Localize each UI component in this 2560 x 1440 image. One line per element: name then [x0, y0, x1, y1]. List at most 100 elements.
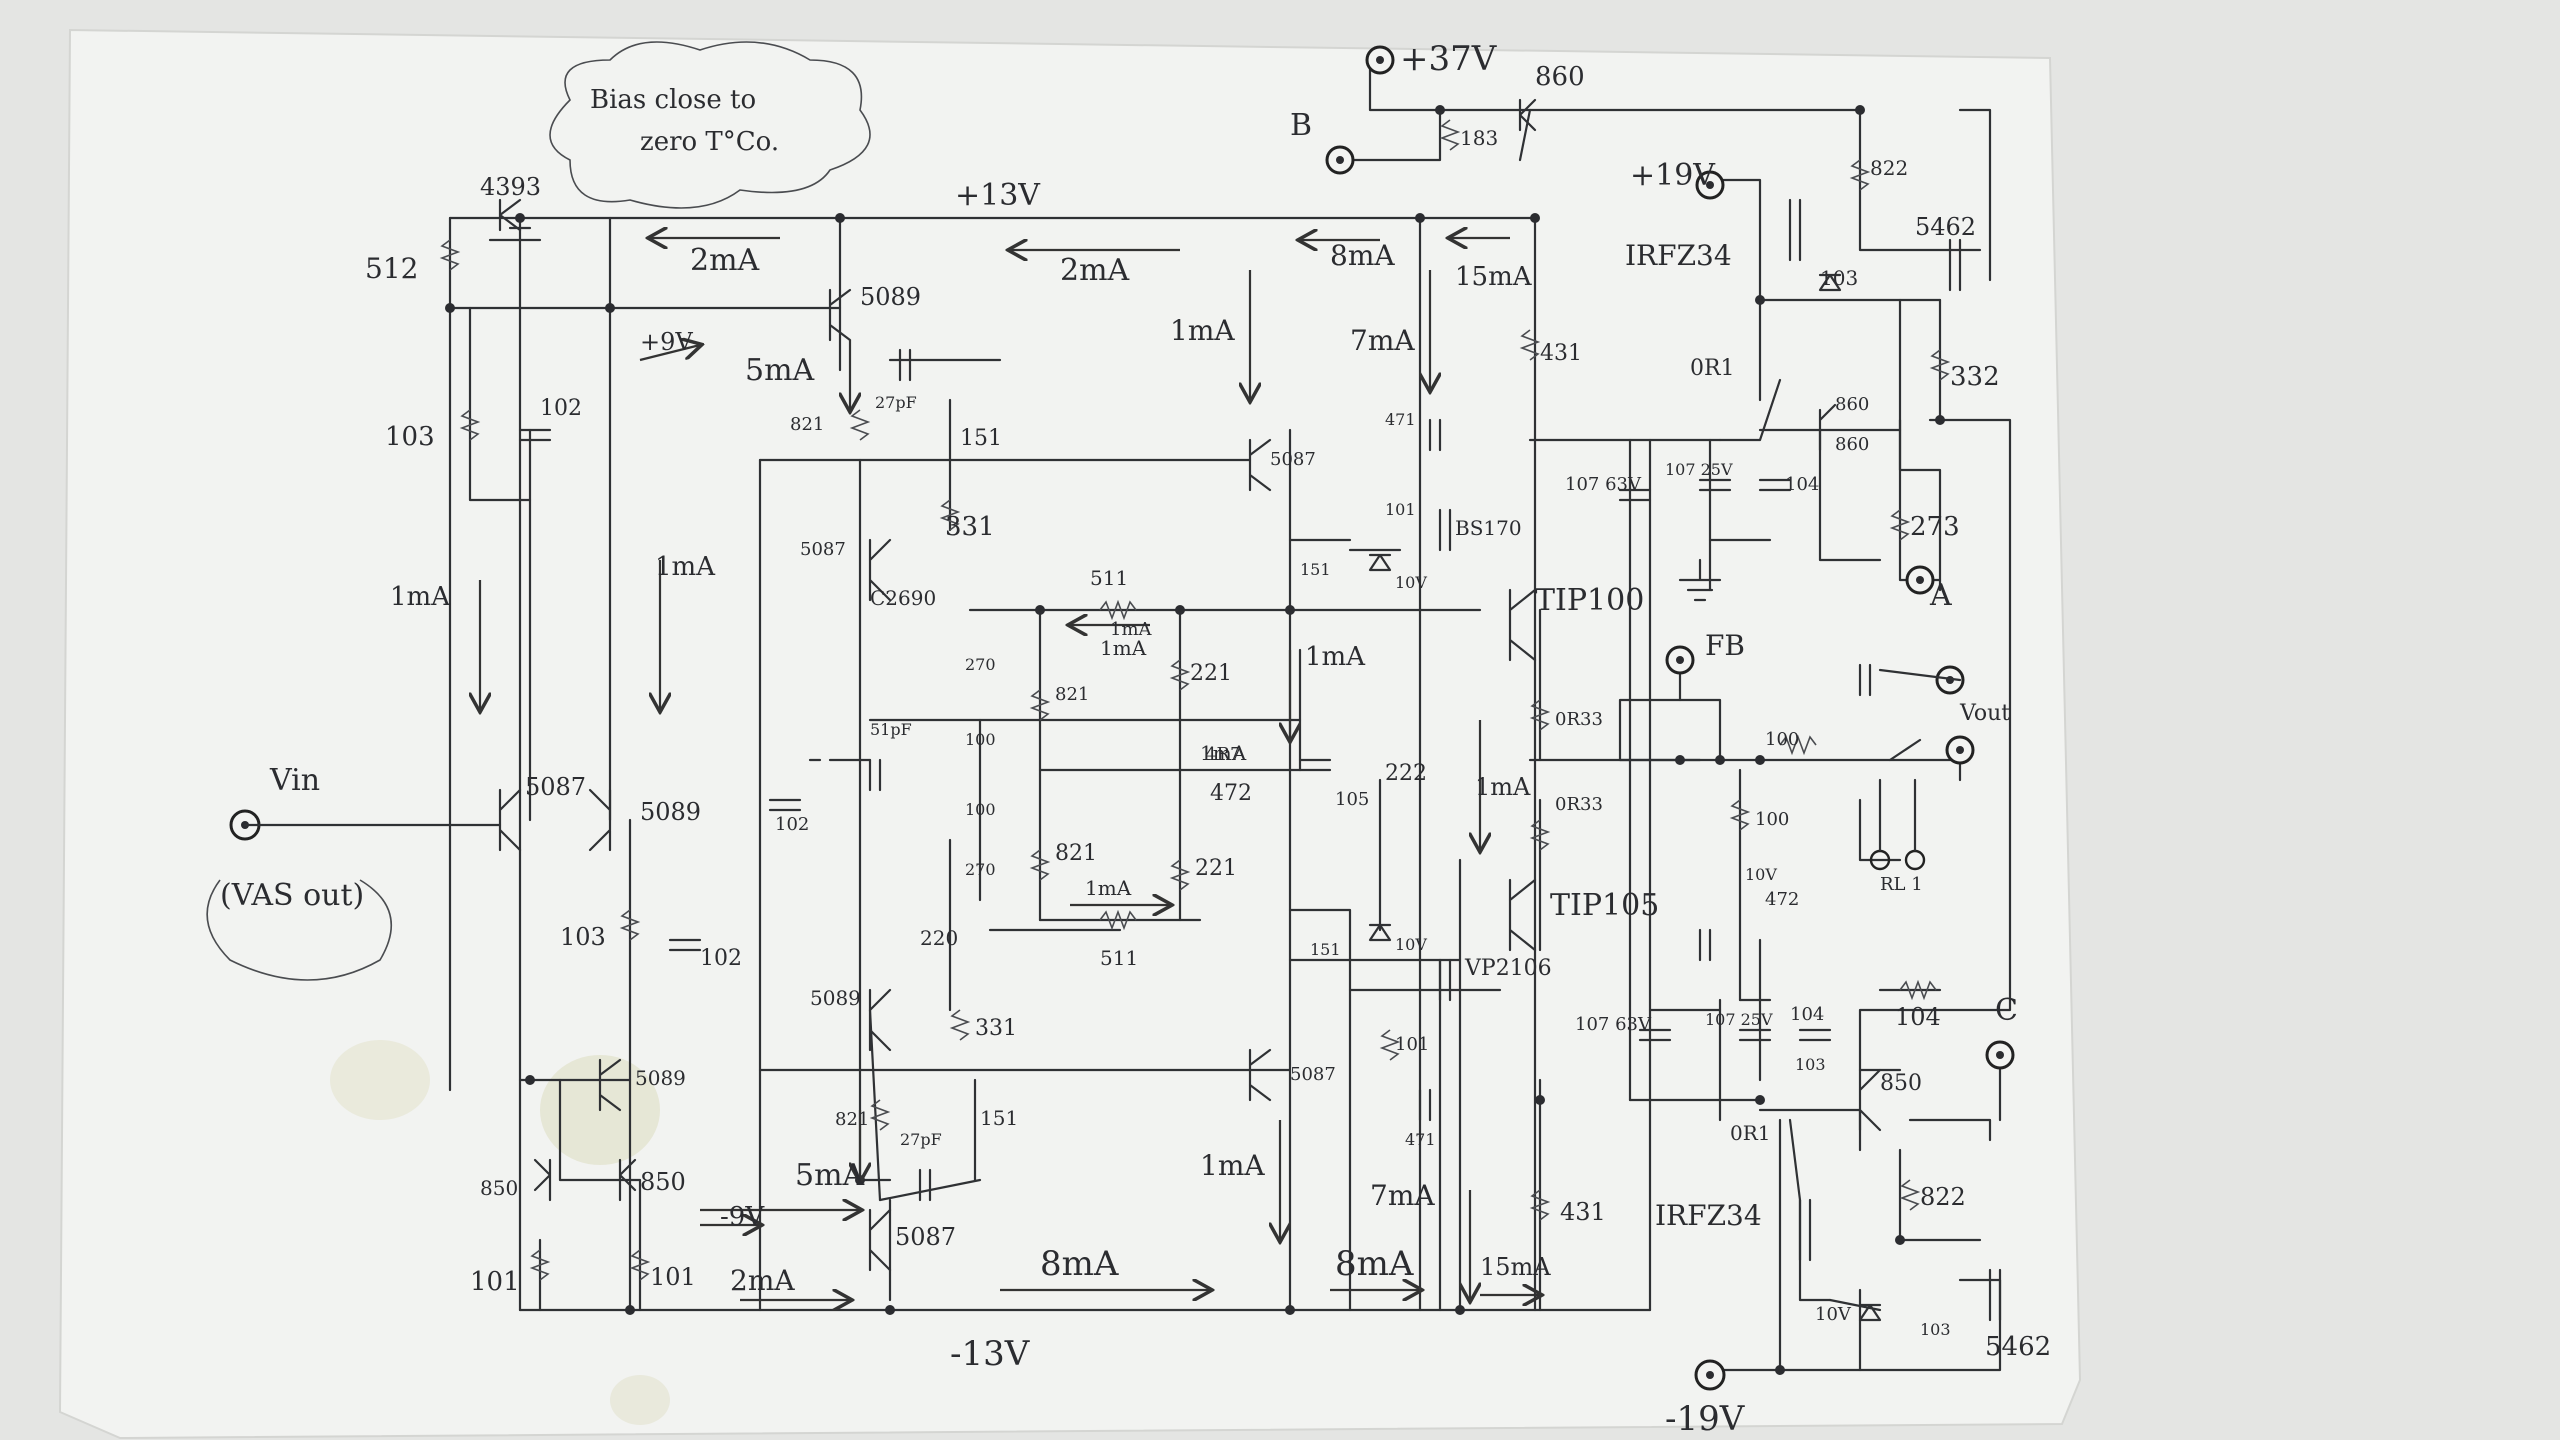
label-183: 183: [1460, 126, 1498, 150]
label-471b: 471: [1405, 1130, 1436, 1149]
label-tip105: TIP105: [1550, 888, 1659, 923]
label-151d: 151: [980, 1106, 1018, 1130]
junction-dots: [445, 105, 1945, 1375]
label-0r33a: 0R33: [1555, 709, 1603, 730]
label-5087-c: 5087: [1290, 1064, 1336, 1085]
label-a: A: [1929, 578, 1952, 613]
current-arrows: [480, 238, 1540, 1300]
label-511b: 511: [1100, 946, 1138, 970]
label-860-b: 860: [1835, 434, 1869, 455]
label-b: B: [1290, 108, 1312, 143]
label-5087-a: 5087: [800, 539, 846, 560]
label-current-1ma-f: 1mA: [1475, 773, 1531, 801]
label-821b: 821: [1055, 684, 1089, 705]
label-472b: 472: [1765, 889, 1799, 910]
label-5087-in: 5087: [525, 773, 586, 801]
label-5087-b: 5087: [1270, 449, 1316, 470]
label-current-15ma-a: 15mA: [1455, 262, 1533, 292]
label-151a: 151: [960, 426, 1002, 451]
label-100c: 100: [1755, 809, 1789, 830]
label-850-l: 850: [480, 1176, 518, 1200]
label-current-1ma-a: 1mA: [390, 582, 451, 612]
label-104: 104: [1895, 1003, 1941, 1031]
label-current-8ma-b: 8mA: [1040, 1244, 1119, 1284]
label-151c: 151: [1310, 940, 1341, 959]
labels: +37V +19V +13V +9V -9V -13V -19V Vin Vou…: [206, 39, 2051, 1439]
label-10vd: 10V: [1745, 865, 1777, 884]
label-431a: 431: [1540, 341, 1582, 366]
transistor-symbols: [488, 98, 2002, 1322]
label-860-top: 860: [1535, 62, 1585, 92]
label-860-a: 860: [1835, 394, 1869, 415]
label-331b: 331: [975, 1016, 1017, 1041]
label-221a: 221: [1190, 661, 1232, 686]
label-101a: 101: [1385, 500, 1416, 519]
label-0r1a: 0R1: [1690, 356, 1735, 381]
label-current-1ma-b: 1mA: [655, 552, 716, 582]
label-27pfb: 27pF: [900, 1130, 942, 1149]
label-151b: 151: [1300, 560, 1331, 579]
label-107c: 107 63V: [1575, 1014, 1652, 1035]
label-431b: 431: [1560, 1198, 1606, 1226]
label-pos37: +37V: [1400, 39, 1498, 79]
label-512: 512: [365, 252, 418, 285]
label-pos13: +13V: [955, 178, 1041, 213]
label-5089-mid: 5089: [810, 986, 861, 1010]
label-pos9: +9V: [640, 328, 693, 356]
label-irfz34-bot: IRFZ34: [1655, 1199, 1762, 1232]
vas-out-bracket: [206, 879, 393, 981]
label-331a: 331: [945, 512, 995, 542]
label-100d: 100: [965, 800, 996, 819]
label-current-8ma-a: 8mA: [1330, 239, 1395, 272]
label-pos19: +19V: [1630, 158, 1716, 193]
label-irfz34-top: IRFZ34: [1625, 239, 1732, 272]
label-tip100: TIP100: [1535, 583, 1644, 618]
label-100b: 100: [1765, 729, 1799, 750]
label-current-1ma-e: 1mA: [1305, 642, 1366, 672]
label-107d: 107 25V: [1705, 1010, 1773, 1029]
label-104b: 104: [1790, 1004, 1824, 1025]
label-neg9: -9V: [720, 1202, 765, 1232]
label-current-2ma-b: 2mA: [1060, 253, 1130, 288]
label-current-1ma-h: 1mA: [1200, 1149, 1265, 1182]
label-107b: 107 25V: [1665, 460, 1733, 479]
label-104a: 104: [1785, 474, 1819, 495]
label-fb: FB: [1705, 629, 1745, 662]
bias-note-line2: zero T°Co.: [640, 127, 779, 157]
label-102c: 102: [700, 946, 742, 971]
label-10vb: 10V: [1395, 935, 1427, 954]
zener-diodes: [1368, 273, 1882, 1322]
label-101d: 101: [650, 1263, 696, 1291]
label-332: 332: [1950, 362, 2000, 392]
label-821d: 821: [835, 1109, 869, 1130]
label-103b: 103: [1820, 266, 1858, 290]
label-101c: 101: [470, 1267, 520, 1297]
label-471a: 471: [1385, 410, 1416, 429]
label-850-r: 850: [640, 1168, 686, 1196]
label-neg13: -13V: [950, 1334, 1031, 1374]
label-5462-top: 5462: [1915, 213, 1976, 241]
label-rl1: RL 1: [1880, 874, 1923, 895]
label-51pf: 51pF: [870, 720, 912, 739]
label-vas-out: (VAS out): [220, 878, 364, 913]
label-270a: 270: [965, 655, 996, 674]
label-vin: Vin: [269, 763, 320, 798]
label-current-1ma-d: 1mA: [1100, 636, 1147, 660]
label-511a: 511: [1090, 566, 1128, 590]
label-107a: 107 63V: [1565, 474, 1642, 495]
resistor-symbols: [439, 119, 1951, 1281]
vout-ground-line: [1878, 668, 1962, 682]
label-221b: 221: [1195, 856, 1237, 881]
label-821a: 821: [790, 414, 824, 435]
label-current-1ma-i: 1mA: [1200, 741, 1247, 765]
label-bs170: BS170: [1455, 516, 1522, 540]
label-0r33b: 0R33: [1555, 794, 1603, 815]
label-current-7ma-a: 7mA: [1350, 324, 1415, 357]
label-current-7ma-b: 7mA: [1370, 1179, 1435, 1212]
label-5089-a: 5089: [860, 283, 921, 311]
label-current-5ma-b: 5mA: [795, 1158, 865, 1193]
label-4393: 4393: [480, 173, 541, 201]
label-current-2ma-c: 2mA: [730, 1264, 795, 1297]
